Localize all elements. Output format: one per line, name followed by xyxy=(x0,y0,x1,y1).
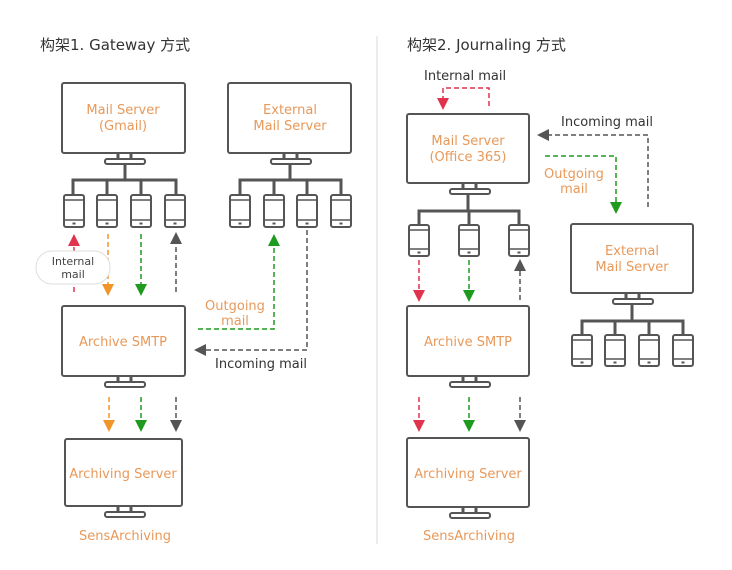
mobile-device-icon xyxy=(96,194,118,228)
gmail-devices xyxy=(63,194,186,228)
incoming-mail-path-2 xyxy=(537,129,649,207)
incoming-mail-path-1 xyxy=(194,230,308,356)
external-device-tree-2 xyxy=(580,304,685,335)
incoming-label-2: Incoming mail xyxy=(561,115,653,130)
external-device-tree-1 xyxy=(238,164,343,194)
outgoing-label-2-line1: Outgoing xyxy=(544,167,604,182)
external-server-2-label-2: Mail Server xyxy=(595,260,669,275)
archiving-server-label-1: Archiving Server xyxy=(69,467,177,482)
outgoing-label-1-line2: mail xyxy=(221,314,249,329)
archiving-server-label-2: Archiving Server xyxy=(414,467,522,482)
gmail-server-label-1: Mail Server xyxy=(86,103,160,118)
mobile-device-icon xyxy=(508,224,530,257)
archive-smtp-monitor-2: Archive SMTP xyxy=(406,305,530,388)
office365-devices xyxy=(408,224,530,257)
external-server-label-1: External xyxy=(263,103,317,118)
mobile-device-icon xyxy=(672,334,694,367)
outgoing-mail-path-2 xyxy=(545,155,622,214)
mobile-device-icon xyxy=(408,224,430,257)
archiving-server-monitor-2: Archiving Server xyxy=(406,437,530,519)
external-server-label-2: Mail Server xyxy=(253,119,327,134)
mobile-device-icon xyxy=(296,194,318,228)
mobile-device-icon xyxy=(263,194,285,228)
mobile-device-icon xyxy=(330,194,352,228)
product-label-2: SensArchiving xyxy=(423,529,515,544)
architecture1: Mail Server (Gmail) External Mail Server… xyxy=(35,82,352,544)
office365-label-1: Mail Server xyxy=(431,134,505,149)
archive-smtp-label-2: Archive SMTP xyxy=(424,335,512,350)
incoming-label-1: Incoming mail xyxy=(215,357,307,372)
product-label-1: SensArchiving xyxy=(79,529,171,544)
mobile-device-icon xyxy=(63,194,85,228)
outgoing-label-2-line2: mail xyxy=(560,182,588,197)
architecture2: Internal mail Mail Server (Office 365) I… xyxy=(406,69,694,544)
internal-mail-badge-line2: mail xyxy=(61,268,85,281)
mobile-device-icon xyxy=(130,194,152,228)
mobile-device-icon xyxy=(458,224,480,257)
internal-mail-loop xyxy=(437,87,490,110)
mobile-device-icon xyxy=(604,334,626,367)
archiving-server-monitor-1: Archiving Server xyxy=(64,438,183,518)
external-mail-server-monitor-2: External Mail Server xyxy=(570,223,694,305)
outgoing-mail-path-1 xyxy=(198,234,280,330)
archive-smtp-monitor-1: Archive SMTP xyxy=(61,305,186,388)
external-devices-1 xyxy=(229,194,352,228)
office365-device-tree xyxy=(417,194,521,225)
office365-label-2: (Office 365) xyxy=(429,150,506,165)
gmail-device-tree xyxy=(71,164,178,194)
gmail-mail-server-monitor: Mail Server (Gmail) xyxy=(61,82,186,165)
mobile-device-icon xyxy=(571,334,593,367)
architecture2-title: 构架2. Journaling 方式 xyxy=(407,36,566,54)
mobile-device-icon xyxy=(229,194,251,228)
archive-smtp-label-1: Archive SMTP xyxy=(79,335,167,350)
external-mail-server-monitor-1: External Mail Server xyxy=(227,82,352,165)
gmail-server-label-2: (Gmail) xyxy=(99,119,147,134)
outgoing-label-1-line1: Outgoing xyxy=(205,299,265,314)
internal-mail-badge: Internal mail xyxy=(35,250,111,285)
external-server-2-label-1: External xyxy=(605,244,659,259)
architecture1-title: 构架1. Gateway 方式 xyxy=(40,36,190,54)
external-devices-2 xyxy=(571,334,694,367)
internal-mail-badge-line1: Internal xyxy=(52,255,94,268)
mobile-device-icon xyxy=(164,194,186,228)
mobile-device-icon xyxy=(638,334,660,367)
internal-mail-label-2: Internal mail xyxy=(424,69,506,84)
office365-mail-server-monitor: Mail Server (Office 365) xyxy=(406,113,530,195)
